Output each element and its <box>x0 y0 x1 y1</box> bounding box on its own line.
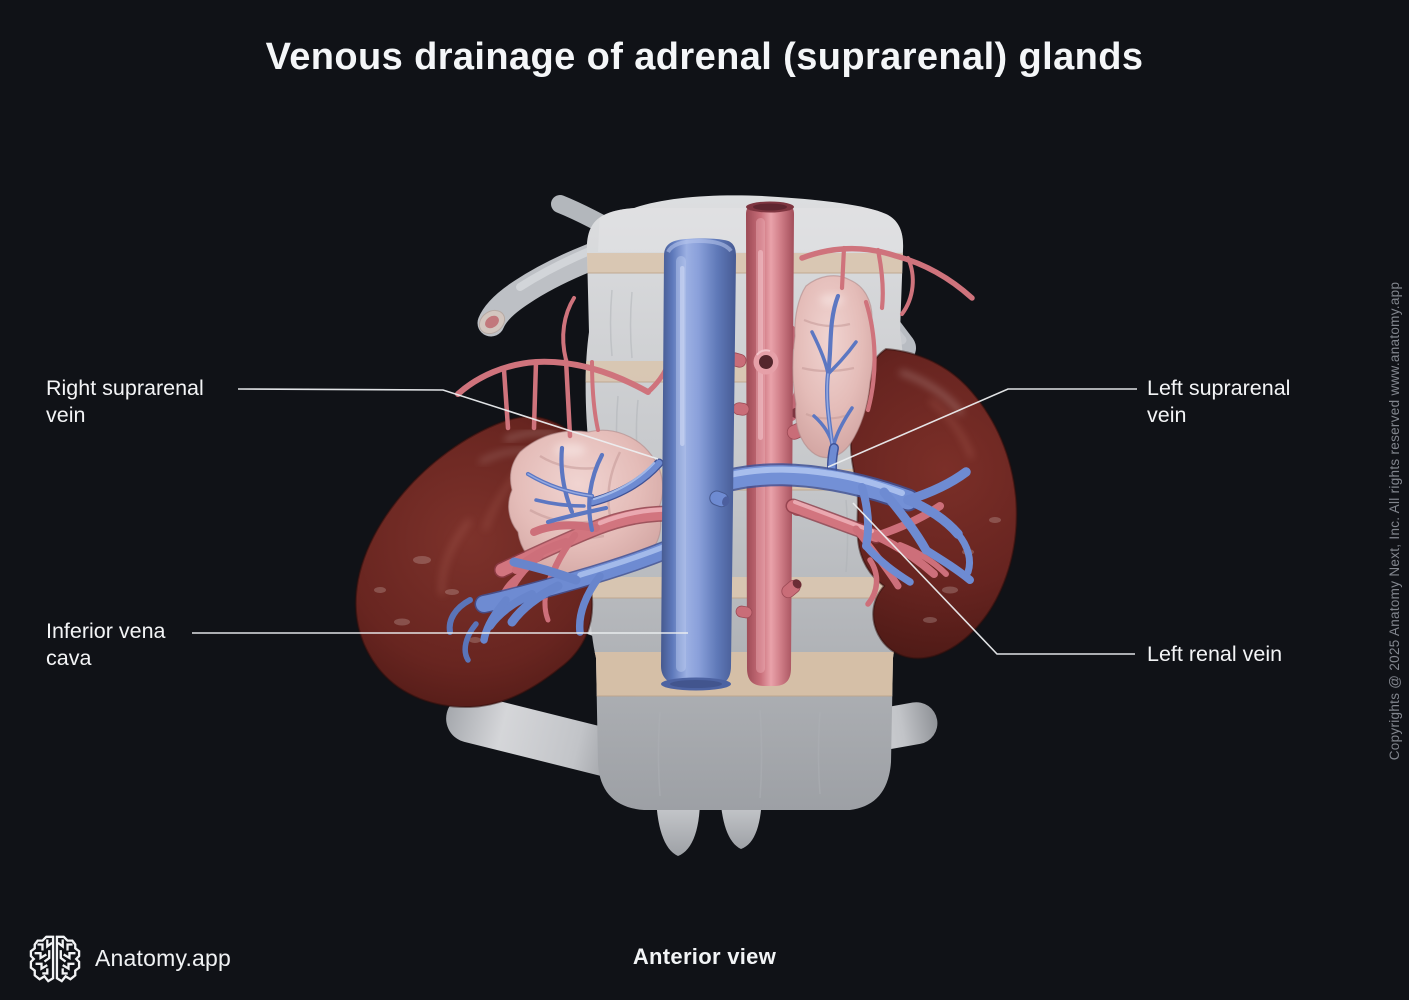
label-inferior-vena-cava: Inferior vena cava <box>46 619 166 670</box>
brand-name: Anatomy.app <box>95 944 232 971</box>
leader-left-renal-vein <box>852 502 1135 655</box>
right-renal-vein <box>446 540 676 663</box>
view-label: Anterior view <box>632 944 777 969</box>
leader-lines <box>192 388 1137 655</box>
label-left-suprarenal-vein: Left suprarenal vein <box>1147 376 1291 427</box>
label-right-suprarenal-vein: Right suprarenal vein <box>46 376 204 427</box>
leader-left-suprarenal-vein <box>827 388 1137 468</box>
leader-right-suprarenal-vein <box>237 388 659 460</box>
inferior-vena-cava-vessel <box>661 238 736 691</box>
ivc-tributary-stub <box>709 490 730 508</box>
brain-icon <box>29 935 81 983</box>
page-title: Venous drainage of adrenal (suprarenal) … <box>265 36 1144 78</box>
label-left-renal-vein: Left renal vein <box>1147 642 1283 666</box>
left-renal-vein <box>718 463 974 586</box>
right-suprarenal-vein <box>587 458 664 507</box>
artery-ostium <box>753 349 779 375</box>
adrenal-vein-network <box>525 293 858 533</box>
abdominal-aorta <box>727 201 809 686</box>
brand-footer: Anatomy.app <box>28 931 231 985</box>
copyright-notice: Copyrights @ 2025 Anatomy Next, Inc. All… <box>1387 281 1402 761</box>
